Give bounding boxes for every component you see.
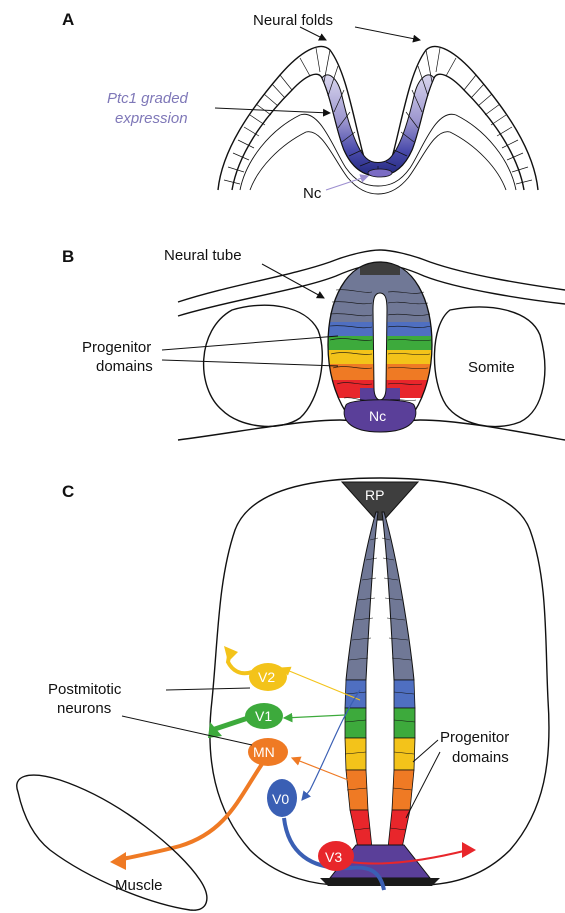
v0-label: V0: [272, 791, 289, 807]
somite-label: Somite: [468, 359, 515, 376]
rp-label: RP: [365, 487, 384, 503]
v1-migration-arrow: [284, 715, 345, 718]
nc-label-b: Nc: [369, 408, 386, 424]
panel-c: C RP: [17, 478, 549, 910]
muscle-label: Muscle: [115, 877, 163, 894]
panel-a-letter: A: [62, 10, 74, 29]
v3-axon-tip: [462, 842, 476, 858]
mn-label: MN: [253, 744, 275, 760]
panel-c-letter: C: [62, 482, 74, 501]
progenitor-label-b-line2: domains: [96, 358, 153, 375]
v2-label: V2: [258, 669, 275, 685]
progenitor-label-c-line1: Progenitor: [440, 729, 509, 746]
progenitor-column-right: [382, 512, 415, 848]
v1-label: V1: [255, 708, 272, 724]
somite-left: [204, 305, 323, 426]
neural-folds-label: Neural folds: [253, 12, 333, 29]
panel-a: A: [62, 10, 538, 202]
notochord-a: [368, 169, 392, 177]
neural-tube-label: Neural tube: [164, 247, 242, 264]
mn-axon: [118, 764, 262, 860]
postmitotic-leader-2: [122, 716, 252, 745]
mesoderm-arc: [240, 114, 516, 190]
postmitotic-label-line1: Postmitotic: [48, 681, 122, 698]
v3-label: V3: [325, 849, 342, 865]
progenitor-label-c-line2: domains: [452, 749, 509, 766]
v1-axon: [212, 718, 248, 730]
nc-arrow-a: [326, 176, 368, 190]
progenitor-leader-c-1: [413, 740, 438, 762]
progenitor-column-left: [345, 512, 378, 848]
muscle-outline: [17, 775, 207, 910]
neural-tube-lumen-b: [373, 293, 387, 400]
v2-axon-tip: [224, 646, 238, 662]
panel-b: B: [62, 247, 565, 440]
neural-folds-arrow-right: [355, 27, 420, 40]
postmitotic-leader-1: [166, 688, 250, 690]
progenitor-label-b-line1: Progenitor: [82, 339, 151, 356]
ptc1-gradient: [322, 75, 434, 176]
ptc1-label-line2: expression: [115, 110, 188, 127]
progenitor-leader-b-2: [162, 360, 338, 366]
ptc1-label-line1: Ptc1 graded: [107, 90, 189, 107]
mn-axon-tip: [110, 852, 126, 870]
postmitotic-label-line2: neurons: [57, 700, 111, 717]
progenitor-leader-b-1: [162, 336, 338, 350]
nc-label-a: Nc: [303, 185, 322, 202]
panel-b-letter: B: [62, 247, 74, 266]
